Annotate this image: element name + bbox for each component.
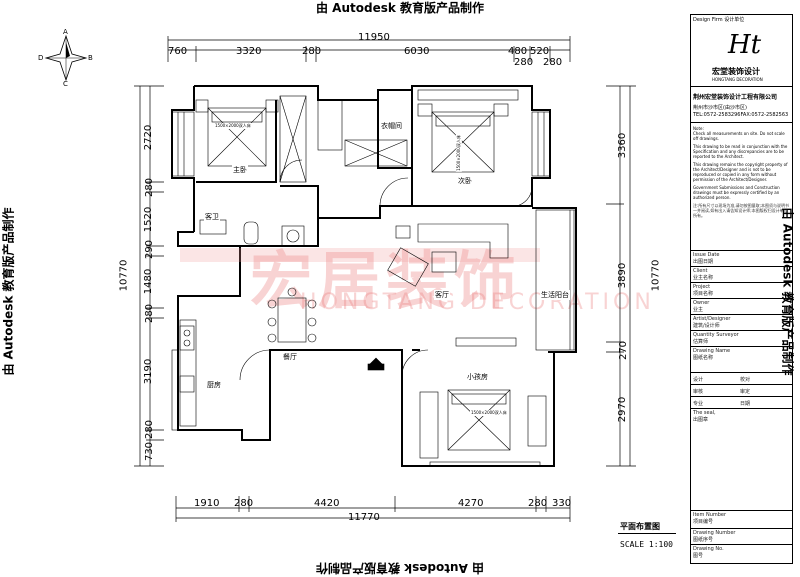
logo-mark: Ht <box>728 30 762 60</box>
room-dining: 餐厅 <box>282 352 298 362</box>
tb-company: 荆州宏堂装饰设计工程有限公司 <box>693 94 778 101</box>
room-bathroom: 客卫 <box>204 212 220 222</box>
dim-top-seg-3: 280 <box>302 46 322 57</box>
dim-left-seg-8: 280 <box>144 419 156 440</box>
tb-sign-3a: 专业 <box>693 401 704 407</box>
tb-address: 荆州市沙市区(由沙市区) <box>693 105 747 111</box>
dim-bottom-seg-5: 280 <box>528 498 548 509</box>
tb-drawing-no: Drawing No.图号 <box>693 546 724 559</box>
dim-right-seg-4: 2970 <box>617 396 629 423</box>
dim-left-seg-6: 280 <box>144 303 156 324</box>
sheet-title-underline <box>618 533 676 534</box>
dim-bottom-seg-2: 280 <box>234 498 254 509</box>
dim-right-overall: 10770 <box>650 259 662 292</box>
dim-left-seg-1: 2720 <box>143 124 155 151</box>
watermark-top: 由 Autodesk 教育版产品制作 <box>315 1 485 15</box>
tb-seal: The seal,出图章 <box>693 410 716 423</box>
room-kitchen: 厨房 <box>206 380 222 390</box>
dim-bottom-seg-1: 1910 <box>194 498 220 509</box>
dim-top-seg-5: 480 <box>508 46 528 57</box>
tb-design-firm-label: Design Firm 设计单位 <box>693 17 745 23</box>
dim-top-seg-2: 3320 <box>236 46 262 57</box>
dim-bottom-seg-4: 4270 <box>458 498 484 509</box>
dim-top-sub-1: 280 <box>514 57 534 68</box>
compass-west: D <box>38 54 44 62</box>
title-block <box>690 14 793 564</box>
dim-left-seg-3: 1520 <box>143 206 155 233</box>
dim-left-seg-7: 3190 <box>143 358 155 385</box>
dim-bottom-seg-3: 4420 <box>314 498 340 509</box>
dim-left-seg-9: 730 <box>144 441 156 462</box>
compass-rose-icon <box>44 34 88 82</box>
tb-sign-2a: 审核 <box>693 389 704 395</box>
dim-top-seg-4: 6030 <box>404 46 430 57</box>
tb-notes: Note: Check all measurements on site. Do… <box>693 126 789 218</box>
brand-watermark-en: HONGTANG DECORATION <box>300 290 655 315</box>
tb-phone: TEL:0572-2583296FAX:0572-2582563 <box>693 112 789 118</box>
dim-right-seg-3: 270 <box>618 340 630 361</box>
tb-sign-1b: 校对 <box>740 377 751 383</box>
sheet-title: 平面布置图 <box>620 522 660 531</box>
dim-bottom-seg-6: 330 <box>552 498 572 509</box>
dim-right-seg-2: 3890 <box>617 262 629 289</box>
tb-sign-1a: 设计 <box>693 377 704 383</box>
compass-east: B <box>88 54 93 62</box>
dim-top-seg-1: 760 <box>168 46 188 57</box>
compass: A D B C <box>36 28 96 88</box>
dim-right-seg-1: 3360 <box>617 132 629 159</box>
dim-left-seg-5: 1480 <box>143 268 155 295</box>
room-kid: 小孩房 <box>466 372 489 382</box>
bed-label-3: 1500×2000双人床 <box>470 410 508 416</box>
dim-bottom-overall: 11770 <box>348 512 380 523</box>
tb-sign-3b: 日期 <box>740 401 751 407</box>
room-closet: 衣帽间 <box>380 121 403 131</box>
dim-left-seg-2: 280 <box>144 177 156 198</box>
room-balcony: 生活阳台 <box>540 290 570 300</box>
bed-label-1: 1500×2000双人床 <box>214 123 252 129</box>
dim-left-overall: 10770 <box>118 259 130 292</box>
room-living: 客厅 <box>434 290 450 300</box>
dim-top-seg-6: 520 <box>530 46 550 57</box>
dim-left-seg-4: 290 <box>144 239 156 260</box>
room-master-bedroom: 主卧 <box>232 165 248 175</box>
tb-sign-2b: 审定 <box>740 389 751 395</box>
logo-text: 宏堂装饰设计 <box>712 67 760 76</box>
room-second-bedroom: 次卧 <box>457 176 473 186</box>
logo-sub: HONGTANG DECORATION <box>712 77 763 82</box>
bed-label-2: 1500×2000双人床 <box>455 134 462 172</box>
brand-watermark: 宏居装饰 <box>250 244 523 317</box>
dim-top-sub-2: 280 <box>543 57 563 68</box>
compass-south: C <box>63 80 68 88</box>
sheet-scale: SCALE 1:100 <box>620 540 673 549</box>
dim-top-overall: 11950 <box>358 32 390 43</box>
compass-north: A <box>63 28 68 36</box>
